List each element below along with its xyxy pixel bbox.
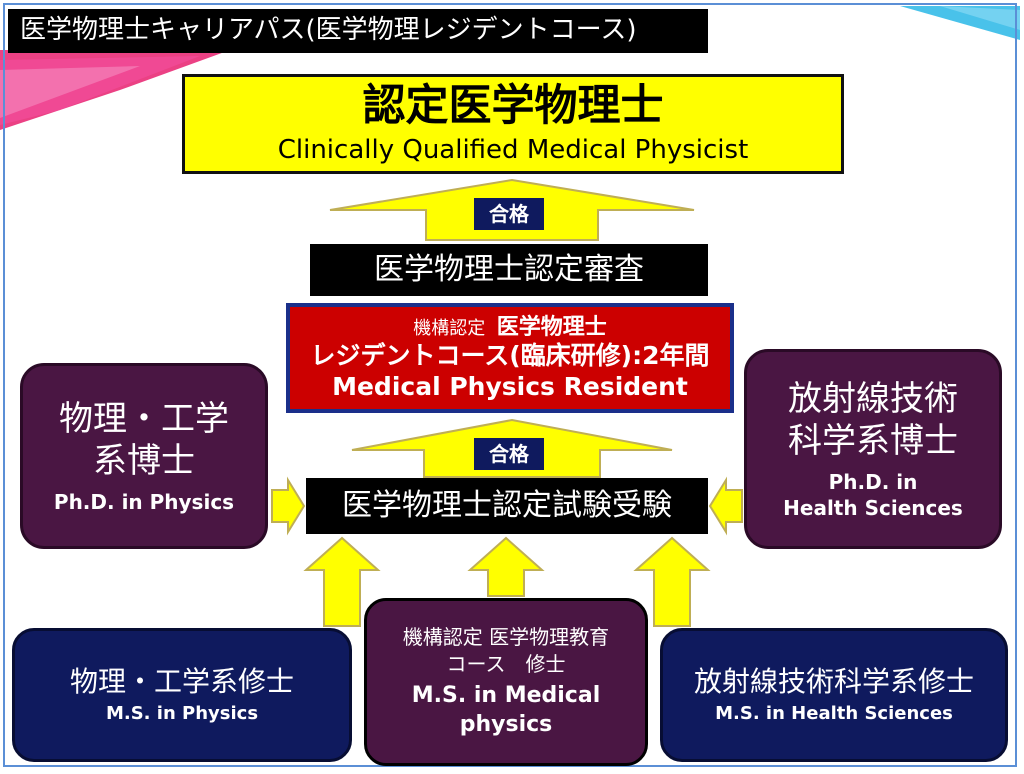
page-title: 医学物理士キャリアパス(医学物理レジデントコース) (8, 9, 708, 53)
phd-health-jp-line1: 放射線技術 (788, 378, 958, 419)
slide-frame (3, 3, 1017, 767)
ms-health-en: M.S. in Health Sciences (715, 702, 953, 724)
residency-line3: Medical Physics Resident (332, 371, 688, 401)
residency-line2: レジデントコース(臨床研修):2年間 (310, 340, 710, 370)
page-title-text: 医学物理士キャリアパス(医学物理レジデントコース) (20, 15, 637, 46)
ms-medical-jp-line1: 機構認定 医学物理教育 (402, 625, 610, 650)
phd-health-box: 放射線技術 科学系博士 Ph.D. in Health Sciences (744, 349, 1002, 549)
certification-review-box: 医学物理士認定審査 (310, 244, 708, 296)
pass-badge-top-label: 合格 (489, 201, 529, 226)
phd-physics-en: Ph.D. in Physics (53, 489, 235, 514)
phd-physics-box: 物理・工学 系博士 Ph.D. in Physics (20, 363, 268, 549)
ms-health-jp: 放射線技術科学系修士 (693, 664, 974, 698)
arrow-up-from-ms-health (633, 536, 711, 627)
pass-badge-top: 合格 (474, 198, 544, 230)
phd-health-en-line1: Ph.D. in (828, 469, 918, 494)
goal-box: 認定医学物理士 Clinically Qualified Medical Phy… (182, 74, 844, 174)
ms-physics-jp: 物理・工学系修士 (69, 664, 294, 698)
residency-name: 医学物理士 (496, 314, 607, 340)
certification-exam-box: 医学物理士認定試験受験 (306, 478, 708, 534)
ms-physics-en: M.S. in Physics (105, 702, 259, 724)
arrow-up-from-ms-medical (467, 536, 545, 597)
pass-badge-middle: 合格 (474, 438, 544, 470)
phd-physics-jp-line1: 物理・工学 (59, 398, 229, 439)
ms-medical-jp-line2: コース 修士 (446, 652, 566, 677)
residency-prefix: 機構認定 (413, 317, 486, 339)
ms-medical-box: 機構認定 医学物理教育 コース 修士 M.S. in Medical physi… (364, 598, 648, 766)
ms-physics-box: 物理・工学系修士 M.S. in Physics (12, 628, 352, 762)
arrow-left-from-phd-health (708, 476, 743, 536)
phd-health-en-line2: Health Sciences (783, 495, 963, 520)
certification-exam-label: 医学物理士認定試験受験 (342, 487, 672, 523)
residency-line1: 機構認定 医学物理士 (413, 315, 606, 340)
pass-badge-middle-label: 合格 (489, 441, 529, 466)
goal-title-jp: 認定医学物理士 (362, 81, 664, 132)
arrow-right-from-phd-physics (271, 476, 306, 536)
ms-medical-en-line2: physics (459, 712, 553, 737)
residency-box: 機構認定 医学物理士 レジデントコース(臨床研修):2年間 Medical Ph… (286, 303, 734, 413)
certification-review-label: 医学物理士認定審査 (374, 251, 644, 287)
goal-title-en: Clinically Qualified Medical Physicist (277, 134, 749, 165)
ms-medical-en-line1: M.S. in Medical (411, 683, 601, 709)
ms-health-box: 放射線技術科学系修士 M.S. in Health Sciences (660, 628, 1008, 762)
arrow-up-from-ms-physics (303, 536, 381, 627)
phd-physics-jp-line2: 系博士 (93, 441, 195, 481)
phd-health-jp-line2: 科学系博士 (788, 421, 958, 461)
